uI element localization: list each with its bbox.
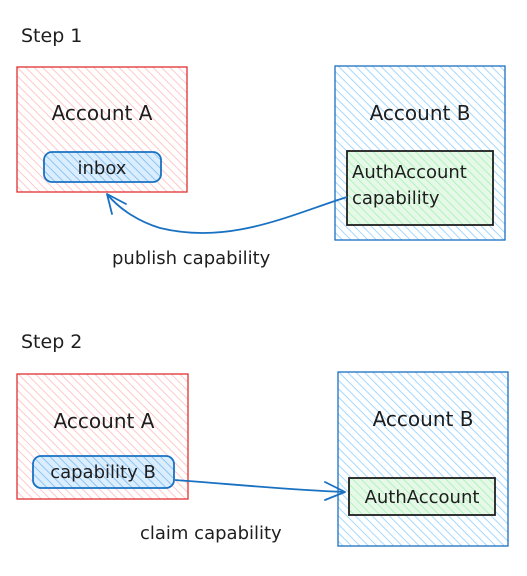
step2-title: Step 2: [21, 331, 82, 353]
authaccount-capability-line2: capability: [352, 188, 440, 209]
inbox-label: inbox: [78, 158, 127, 179]
step2-account-b-label: Account B: [373, 407, 474, 431]
claim-capability-label: claim capability: [140, 523, 282, 544]
step1-account-b-box: Account B AuthAccount capability: [334, 65, 506, 241]
publish-arrow: [106, 193, 348, 234]
publish-capability-label: publish capability: [112, 248, 271, 269]
capability-b-box: capability B: [32, 455, 175, 489]
authaccount-label: AuthAccount: [365, 487, 480, 508]
capability-b-label: capability B: [50, 462, 156, 483]
claim-arrow: [174, 479, 346, 501]
step2-account-a-box: Account A capability B: [16, 373, 189, 500]
step2-account-b-box: Account B AuthAccount: [337, 371, 509, 547]
inbox-box: inbox: [43, 151, 162, 183]
step1-account-a-box: Account A inbox: [16, 66, 188, 193]
authaccount-box: AuthAccount: [348, 477, 496, 516]
step1-account-b-label: Account B: [370, 101, 471, 125]
step1-title: Step 1: [21, 25, 82, 47]
step1-account-a-label: Account A: [52, 101, 153, 125]
authaccount-capability-box: AuthAccount capability: [346, 150, 494, 226]
step2-account-a-label: Account A: [54, 409, 155, 433]
authaccount-capability-line1: AuthAccount: [352, 162, 467, 183]
